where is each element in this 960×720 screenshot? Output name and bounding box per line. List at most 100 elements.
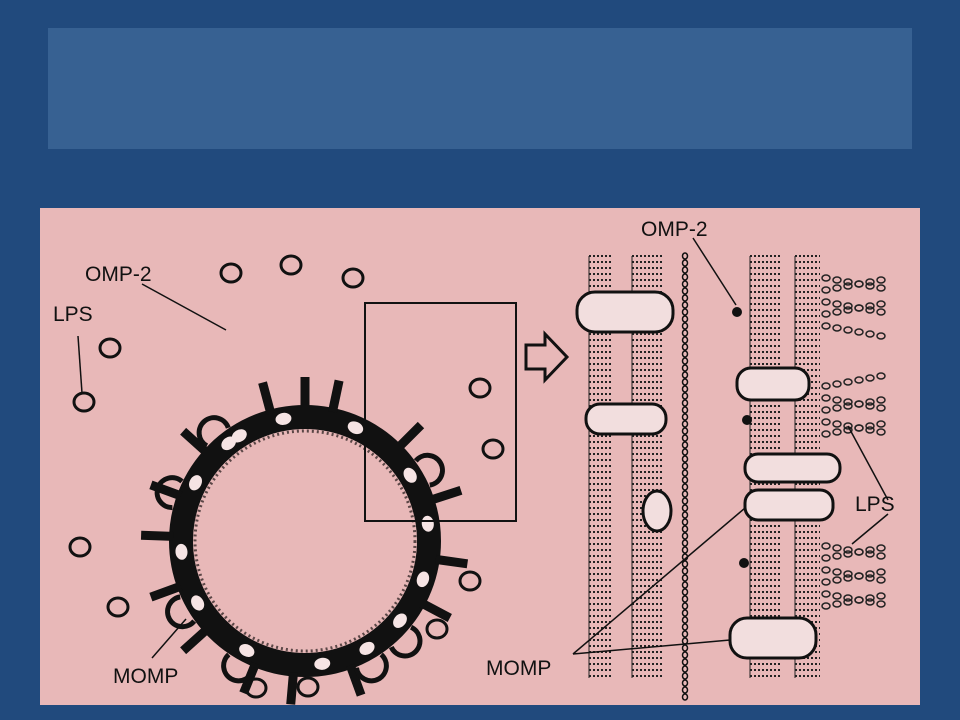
lps-bead bbox=[865, 574, 875, 582]
lps-vesicle bbox=[458, 570, 482, 592]
free-vesicles bbox=[68, 254, 505, 699]
lps-vesicle bbox=[219, 262, 243, 284]
chain-link bbox=[681, 581, 689, 589]
lps-bead bbox=[865, 550, 875, 558]
chain-link bbox=[681, 560, 689, 568]
lps-chain bbox=[821, 396, 886, 414]
lps-chain bbox=[821, 322, 886, 340]
slide-title-box bbox=[48, 28, 912, 149]
zoom-rectangle bbox=[364, 302, 517, 522]
lps-bead bbox=[854, 280, 864, 288]
lps-bead bbox=[876, 600, 886, 608]
lps-bead bbox=[865, 598, 875, 606]
lps-bead bbox=[876, 428, 886, 436]
lps-bead bbox=[876, 404, 886, 412]
momp-left-label: MOMP bbox=[113, 665, 178, 688]
chain-link bbox=[681, 280, 689, 288]
membrane-bleb bbox=[359, 641, 375, 655]
lps-vesicle bbox=[68, 536, 92, 558]
lps-chain bbox=[821, 592, 886, 610]
omp2-protein bbox=[742, 415, 752, 425]
omp2-right-leader bbox=[692, 237, 737, 306]
lps-bead bbox=[821, 310, 831, 318]
momp-protein bbox=[584, 402, 668, 436]
lps-chain bbox=[821, 394, 886, 412]
membrane-spike bbox=[345, 663, 366, 697]
lps-vesicle bbox=[481, 438, 505, 460]
diagram-canvas: OMP-2 LPS MOMP OMP-2 LPS MOMP bbox=[53, 218, 895, 705]
lps-vesicle bbox=[106, 596, 130, 618]
membrane-spike bbox=[149, 581, 183, 602]
chain-link bbox=[681, 448, 689, 456]
chain-link bbox=[681, 672, 689, 680]
lps-bead bbox=[876, 276, 886, 284]
lps-bead bbox=[843, 574, 853, 582]
lps-bead bbox=[854, 328, 864, 336]
chain-link bbox=[681, 455, 689, 463]
lps-chain bbox=[821, 418, 886, 436]
omp2-protein bbox=[732, 307, 742, 317]
lps-bead bbox=[876, 576, 886, 584]
lps-bead bbox=[865, 306, 875, 314]
lps-vesicle bbox=[425, 618, 449, 640]
lps-bead bbox=[854, 400, 864, 408]
momp-right-leader-1 bbox=[572, 507, 746, 655]
omp2-protein bbox=[739, 558, 749, 568]
lps-bead bbox=[876, 332, 886, 340]
omp2-left-label: OMP-2 bbox=[85, 263, 152, 286]
momp-right-leader-2 bbox=[572, 639, 731, 655]
inner-membrane-edge bbox=[193, 429, 417, 653]
chain-link bbox=[681, 322, 689, 330]
lps-bead bbox=[865, 570, 875, 578]
chain-link bbox=[681, 483, 689, 491]
chain-link bbox=[681, 497, 689, 505]
lps-bead bbox=[865, 426, 875, 434]
chain-link bbox=[681, 385, 689, 393]
chain-link bbox=[681, 427, 689, 435]
chain-link bbox=[681, 371, 689, 379]
lps-bead bbox=[843, 402, 853, 410]
membrane-crescent bbox=[196, 415, 231, 449]
lps-bead bbox=[865, 422, 875, 430]
lps-bead bbox=[843, 550, 853, 558]
chain-link bbox=[681, 469, 689, 477]
chain-link bbox=[681, 392, 689, 400]
lps-bead bbox=[876, 552, 886, 560]
lps-chain bbox=[821, 590, 886, 608]
lps-bead bbox=[865, 546, 875, 554]
outer-membrane-ring bbox=[169, 405, 441, 677]
chain-link bbox=[681, 308, 689, 316]
lps-bead bbox=[832, 380, 842, 388]
lps-bead bbox=[832, 396, 842, 404]
membrane-spike bbox=[435, 554, 469, 569]
lps-bead bbox=[843, 302, 853, 310]
chain-link bbox=[681, 434, 689, 442]
chain-link bbox=[681, 490, 689, 498]
lps-bead bbox=[821, 418, 831, 426]
lps-bead bbox=[843, 594, 853, 602]
chain-link bbox=[681, 420, 689, 428]
membrane-spike bbox=[395, 421, 425, 451]
lps-bead bbox=[832, 428, 842, 436]
chain-link bbox=[681, 539, 689, 547]
momp-protein bbox=[743, 488, 835, 522]
chain-link bbox=[681, 679, 689, 687]
lps-chains bbox=[821, 274, 886, 610]
lps-left-leader bbox=[77, 335, 83, 394]
lps-vesicle bbox=[341, 267, 365, 289]
right-arrow-icon bbox=[524, 330, 570, 384]
membrane-bleb bbox=[231, 429, 247, 443]
chain-link bbox=[681, 693, 689, 701]
lps-bead bbox=[865, 374, 875, 382]
chain-link bbox=[681, 266, 689, 274]
lps-bead bbox=[843, 378, 853, 386]
membrane-bleb bbox=[314, 657, 331, 670]
chain-link bbox=[681, 546, 689, 554]
lps-bead bbox=[876, 568, 886, 576]
lps-bead bbox=[843, 422, 853, 430]
chain-link bbox=[681, 336, 689, 344]
chain-link bbox=[681, 567, 689, 575]
chain-link bbox=[681, 350, 689, 358]
lps-vesicle bbox=[468, 377, 492, 399]
lps-bead bbox=[832, 284, 842, 292]
